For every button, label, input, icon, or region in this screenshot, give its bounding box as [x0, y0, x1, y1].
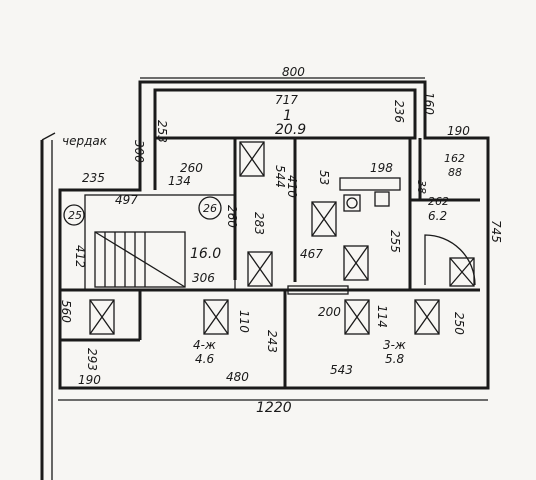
dim-mid-bottom2: 114	[375, 305, 389, 328]
dim-bath-w3: 262	[428, 195, 449, 208]
dim-bath-h: 162	[444, 152, 465, 165]
stair-block	[84, 194, 236, 291]
vent-shafts	[89, 141, 475, 335]
stair-inner	[94, 231, 186, 288]
dim-mid-bottom: 200	[318, 305, 341, 319]
room-4-number: 4-ж	[193, 338, 216, 352]
stair-number: 26	[203, 202, 217, 215]
dim-left-height: 300	[132, 140, 146, 163]
dim-room-mid-s: 260	[225, 205, 239, 228]
room-1-walls	[153, 88, 417, 140]
dim-bottom-left: 190	[78, 373, 101, 387]
dim-room-mid-left: 260	[180, 161, 203, 175]
room-3-area: 5.8	[385, 352, 404, 366]
dim-room4-bottom: 480	[226, 370, 249, 384]
dim-room4-w: 243	[265, 330, 279, 353]
room-1-area: 20.9	[275, 122, 306, 138]
column-number: 25	[68, 209, 82, 222]
dim-room-mid-v: 410	[285, 175, 299, 198]
dim-left-small: 235	[82, 171, 105, 185]
dim-corr-w: 306	[192, 271, 215, 285]
dim-room-center-r: 255	[388, 230, 402, 253]
dim-right-height: 745	[489, 220, 503, 243]
dim-room-center-w2: 467	[300, 247, 323, 261]
stair-marker	[198, 196, 222, 220]
dim-left-low: 560	[59, 300, 73, 323]
dim-room-center-top: 53	[317, 170, 331, 185]
stair-area: 16.0	[190, 246, 221, 262]
attic-label: чердак	[62, 134, 108, 148]
attic-edge-mark	[41, 132, 56, 141]
dim-stair-height: 412	[73, 245, 87, 268]
bath-fixture	[339, 177, 401, 191]
stair-steps	[104, 232, 146, 287]
stair-diagonal	[94, 231, 186, 288]
column-marker	[63, 204, 85, 226]
window	[287, 285, 349, 295]
dim-room-top-right: 236	[392, 100, 406, 123]
dim-corr-h: 110	[237, 310, 251, 333]
dim-room-top-width: 717	[275, 93, 298, 107]
dim-stair-width: 497	[115, 193, 138, 207]
dim-room-top-left: 253	[155, 120, 169, 143]
drain-icon	[346, 197, 358, 209]
dim-room-mid-h: 544	[273, 165, 287, 188]
room-2-area: 6.2	[428, 209, 447, 223]
dim-top-width: 800	[282, 65, 305, 79]
dim-total-bottom: 1220	[256, 400, 292, 416]
room-4-area: 4.6	[195, 352, 214, 366]
dim-left-bottom: 293	[85, 348, 99, 371]
sink-icon	[343, 194, 361, 212]
dim-room-mid-h2: 283	[252, 212, 266, 235]
dim-bath-w2: 38	[415, 180, 428, 194]
dim-room-mid-left-w: 134	[168, 174, 191, 188]
dim-room3-bottom: 543	[330, 363, 353, 377]
room-3-number: 3-ж	[383, 338, 406, 352]
toilet-icon	[374, 191, 390, 207]
room-1-number: 1	[283, 108, 292, 124]
outer-walls	[58, 80, 490, 390]
dim-right-width: 190	[447, 124, 470, 138]
dim-room3-right: 250	[452, 312, 466, 335]
dim-bath-w1: 88	[448, 166, 462, 179]
dim-room-center-w: 198	[370, 161, 393, 175]
dim-right-top: 160	[422, 92, 436, 115]
